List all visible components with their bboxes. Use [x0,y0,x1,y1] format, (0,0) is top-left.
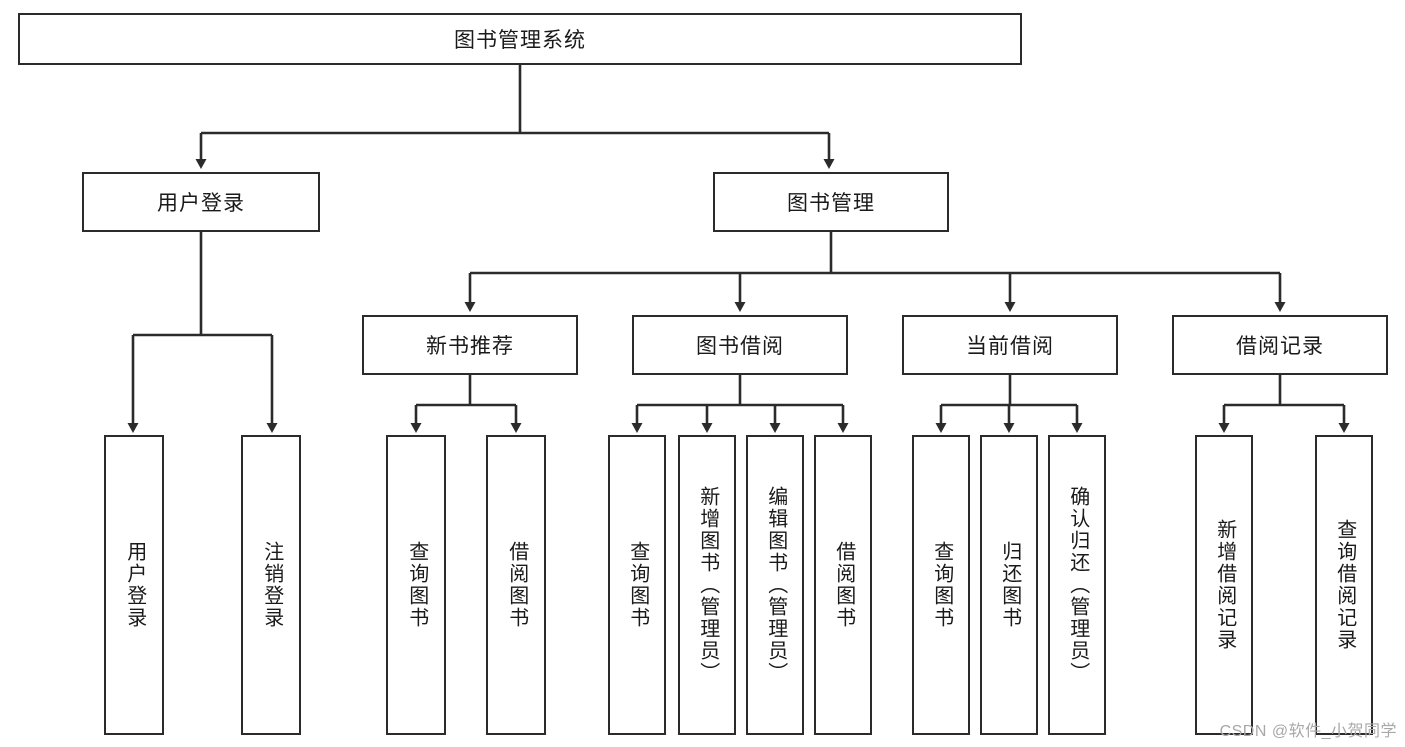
node-borrow-records[interactable]: 借阅记录 [1172,315,1388,375]
leaf-confirm-return-admin[interactable]: 确认归还（管理员） [1048,435,1106,735]
leaf-borrow-book-recommend[interactable]: 借阅图书 [486,435,546,735]
node-book-borrow[interactable]: 图书借阅 [632,315,848,375]
leaf-add-borrow-record[interactable]: 新增借阅记录 [1195,435,1253,735]
node-user-login[interactable]: 用户登录 [82,172,320,232]
leaf-query-book-current[interactable]: 查询图书 [912,435,970,735]
node-root[interactable]: 图书管理系统 [18,13,1022,65]
leaf-logout[interactable]: 注销登录 [241,435,301,735]
node-new-book-recommend[interactable]: 新书推荐 [362,315,578,375]
node-book-management[interactable]: 图书管理 [713,172,949,232]
leaf-add-book-admin[interactable]: 新增图书（管理员） [678,435,736,735]
node-current-borrow[interactable]: 当前借阅 [902,315,1118,375]
leaf-user-login[interactable]: 用户登录 [104,435,164,735]
leaf-query-book-borrow[interactable]: 查询图书 [608,435,666,735]
leaf-return-book[interactable]: 归还图书 [980,435,1038,735]
leaf-edit-book-admin[interactable]: 编辑图书（管理员） [746,435,804,735]
leaf-borrow-book[interactable]: 借阅图书 [814,435,872,735]
leaf-query-borrow-record[interactable]: 查询借阅记录 [1315,435,1373,735]
csdn-watermark: CSDN @软件_小贺同学 [1219,723,1397,740]
leaf-query-book-recommend[interactable]: 查询图书 [386,435,446,735]
